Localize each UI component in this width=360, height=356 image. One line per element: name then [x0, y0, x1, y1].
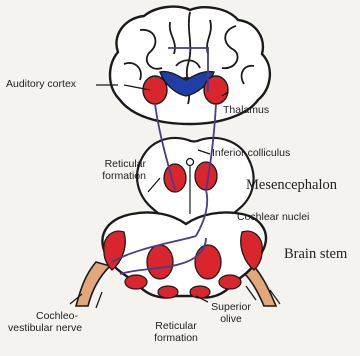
pontine-nucleus-left [147, 245, 173, 279]
superior-olive-left [125, 275, 147, 289]
label-reticular-formation-low: Reticular formation [146, 320, 206, 344]
label-inferior-colliculus: Inferior colliculus [212, 147, 290, 159]
label-cochleo-vestibular-nerve-line2: vestibular nerve [8, 322, 82, 334]
label-reticular-formation-mid-line2: formation [76, 170, 146, 182]
label-reticular-formation-low-line1: Reticular [146, 320, 206, 332]
label-cochleo-vestibular-nerve-line1: Cochleo- [8, 310, 82, 322]
reticular-nucleus-left [158, 286, 178, 298]
label-cochlear-nuclei: Cochlear nuclei [237, 211, 309, 223]
label-superior-olive-line1: Superior [206, 301, 256, 313]
label-superior-olive: Superior olive [206, 301, 256, 325]
label-reticular-formation-low-line2: formation [146, 332, 206, 344]
cerebral-aqueduct [187, 159, 194, 166]
pontine-nucleus-right [195, 245, 221, 279]
label-reticular-formation-mid-line1: Reticular [76, 158, 146, 170]
label-cochleo-vestibular-nerve: Cochleo- vestibular nerve [8, 310, 82, 334]
label-brain-stem: Brain stem [284, 246, 347, 263]
reticular-nucleus-right [190, 286, 210, 298]
label-thalamus: Thalamus [223, 104, 269, 116]
label-mesencephalon: Mesencephalon [246, 177, 337, 194]
superior-olive-right [219, 275, 241, 289]
label-superior-olive-line2: olive [206, 313, 256, 325]
label-reticular-formation-mid: Reticular formation [76, 158, 146, 182]
cochleovestibular-nerve-left [70, 262, 110, 306]
label-auditory-cortex: Auditory cortex [6, 78, 76, 90]
